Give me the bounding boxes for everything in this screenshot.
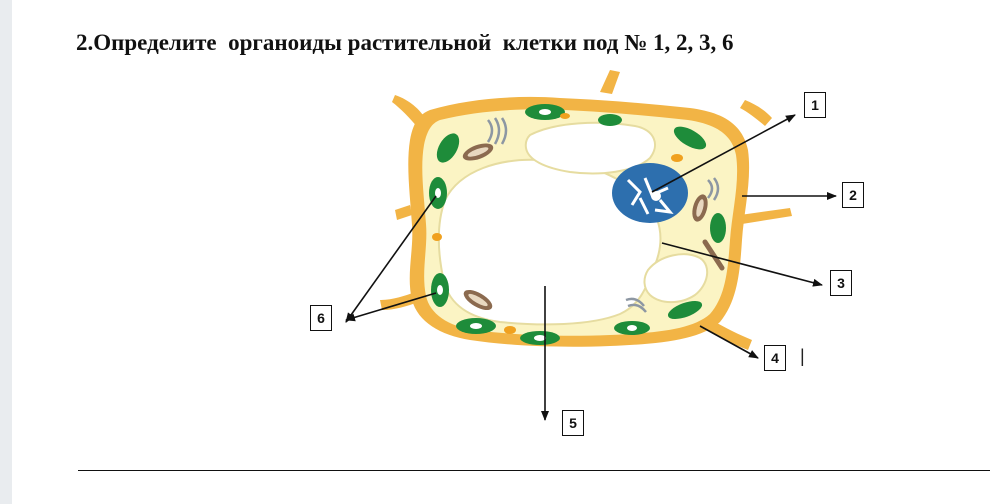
arrow-1 <box>651 114 796 193</box>
text-cursor-mark: | <box>800 346 805 366</box>
label-4: 4 <box>764 345 786 371</box>
label-3: 3 <box>830 270 852 296</box>
chloroplast-highlights <box>435 109 637 341</box>
chloroplast <box>673 126 707 150</box>
label-6: 6 <box>310 305 332 331</box>
chloroplast <box>436 133 460 163</box>
chloroplast <box>598 114 622 126</box>
chloroplast <box>710 213 726 243</box>
answer-line[interactable] <box>78 470 990 471</box>
arrow-6b <box>345 292 437 322</box>
arrow-3 <box>661 242 823 287</box>
golgi-apparatus <box>486 117 720 313</box>
arrow-6a <box>345 195 437 323</box>
label-2: 2 <box>842 182 864 208</box>
mitochondria <box>462 143 725 311</box>
chloroplast <box>667 300 703 320</box>
label-5: 5 <box>562 410 584 436</box>
pointer-arrows <box>345 114 837 421</box>
lower-right-vacuole <box>643 253 709 304</box>
label-1: 1 <box>804 92 826 118</box>
arrow-4 <box>699 325 759 359</box>
left-page-strip <box>0 0 12 504</box>
cell-wall-extensions <box>380 70 792 350</box>
nucleus <box>612 163 688 223</box>
task-heading: 2.Определите органоиды растительной клет… <box>76 30 734 55</box>
granules <box>432 113 683 334</box>
